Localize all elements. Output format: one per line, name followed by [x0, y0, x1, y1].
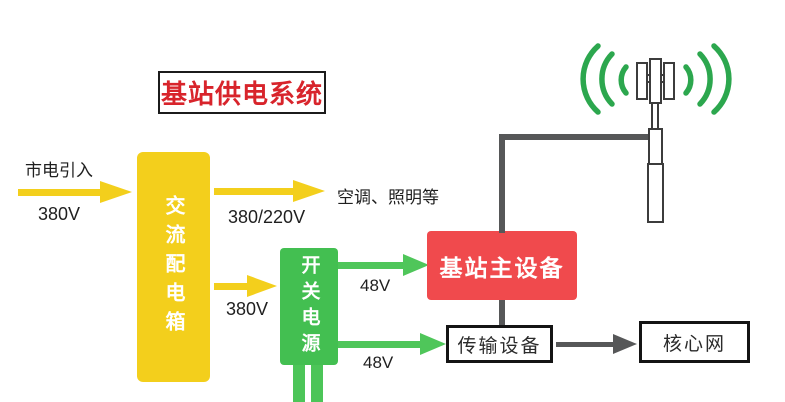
- acbox-to-switch-voltage-label: 380V: [226, 299, 269, 319]
- arrow-body: [214, 187, 293, 195]
- mains-in-arrow: [18, 181, 132, 203]
- acbox-to-loads-arrow: [214, 180, 325, 202]
- core-network-box: 核心网: [639, 321, 750, 363]
- cell-tower-icon: [580, 43, 732, 223]
- transmission-to-core-arrow: [556, 334, 637, 354]
- transmission-box: 传输设备: [446, 325, 553, 363]
- feeder-cable-horizontal: [499, 134, 652, 140]
- arrow-body: [338, 261, 403, 269]
- mains-voltage-label: 380V: [38, 204, 81, 224]
- ac-loads-label: 空调、照明等: [337, 188, 439, 207]
- arrow-head: [100, 181, 132, 203]
- arrow-head: [613, 334, 637, 354]
- arrow-head: [247, 275, 277, 297]
- diagram-title: 基站供电系统: [158, 71, 326, 114]
- switch-to-bts-arrow: [338, 254, 429, 276]
- signal-waves-icon: [580, 43, 732, 115]
- battery-leg-right: [311, 365, 323, 402]
- arrow-head: [293, 180, 325, 202]
- mains-in-label: 市电引入: [25, 161, 93, 180]
- switch-power-box: 开关电源: [280, 248, 338, 365]
- ac-distribution-box: 交流配电箱: [137, 152, 210, 382]
- arrow-body: [338, 340, 420, 348]
- switch-to-transmission-arrow: [338, 333, 446, 355]
- arrow-body: [18, 188, 100, 196]
- arrow-head: [420, 333, 446, 355]
- arrow-head: [403, 254, 429, 276]
- bts-to-transmission-cable: [499, 300, 505, 326]
- switch-to-transmission-voltage-label: 48V: [363, 353, 394, 372]
- arrow-body: [214, 282, 247, 290]
- bts-main-box: 基站主设备: [427, 231, 577, 300]
- acbox-to-loads-voltage-label: 380/220V: [228, 207, 306, 227]
- feeder-cable-vertical-top: [499, 134, 505, 233]
- battery-leg-left: [293, 365, 305, 402]
- arrow-body: [556, 341, 613, 347]
- antenna-mast: [636, 58, 675, 223]
- switch-to-bts-voltage-label: 48V: [360, 276, 391, 295]
- acbox-to-switch-arrow: [214, 275, 277, 297]
